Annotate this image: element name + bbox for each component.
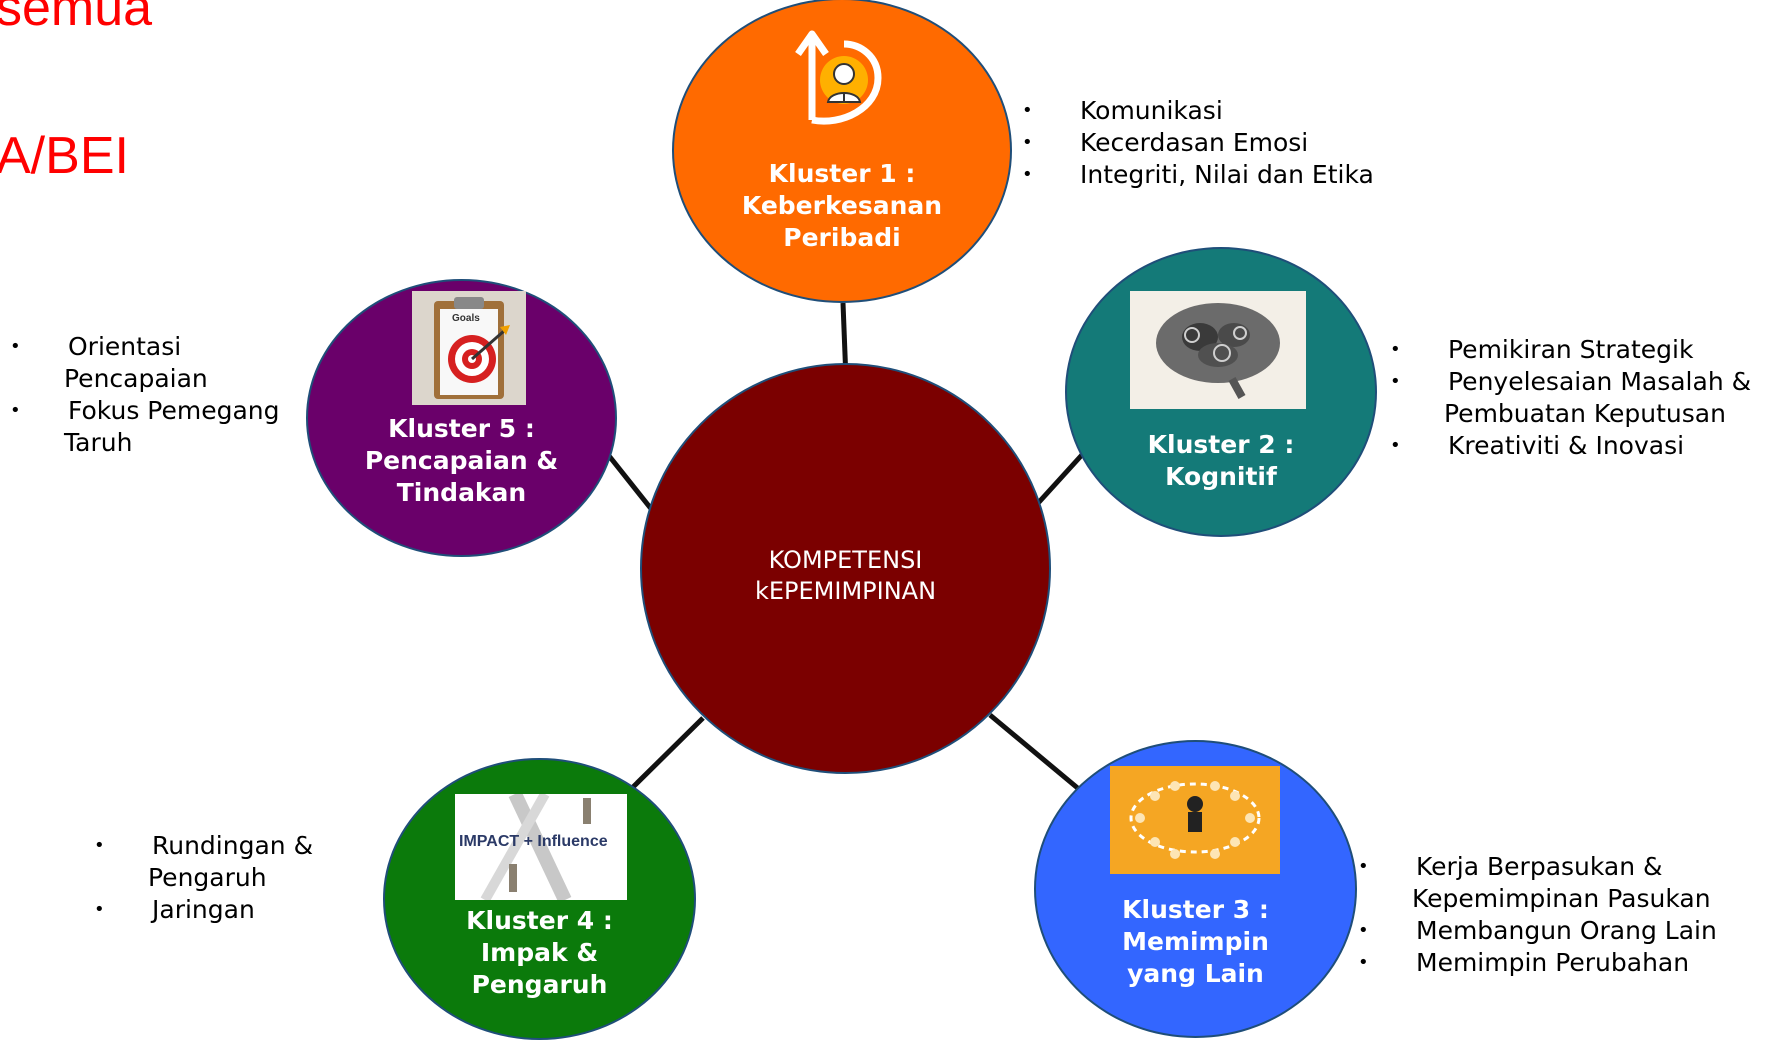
cluster-2-label-line2: Kognitif bbox=[1165, 462, 1277, 491]
bullet-text: Fokus Pemegang bbox=[68, 396, 280, 425]
bullet-item: Integriti, Nilai dan Etika bbox=[1022, 159, 1374, 191]
cluster-2-label: Kluster 2 : Kognitif bbox=[1067, 429, 1375, 493]
impact-influence-text: IMPACT + Influence bbox=[459, 833, 608, 850]
bullet-text-cont: Pembuatan Keputusan bbox=[1444, 399, 1726, 428]
cluster-3-label-line1: Kluster 3 : bbox=[1122, 895, 1269, 924]
impact-influence-icon: IMPACT + Influence bbox=[455, 794, 627, 900]
cluster-1-circle: Kluster 1 : Keberkesanan Peribadi bbox=[672, 0, 1012, 303]
center-label: KOMPETENSI kEPEMIMPINAN bbox=[642, 545, 1049, 607]
bullet-item: Kecerdasan Emosi bbox=[1022, 127, 1374, 159]
cluster-1-label-line2: Keberkesanan bbox=[741, 191, 943, 220]
bullet-text-cont: Taruh bbox=[64, 428, 133, 457]
bullet-text: Penyelesaian Masalah & bbox=[1448, 367, 1752, 396]
bullet-text: Rundingan & bbox=[152, 831, 314, 860]
bullet-item: Kreativiti & Inovasi bbox=[1390, 430, 1751, 462]
header-fragment-top: semua bbox=[0, 0, 153, 37]
bullet-item: Komunikasi bbox=[1022, 95, 1374, 127]
cluster-2-bullets: Pemikiran Strategik Penyelesaian Masalah… bbox=[1390, 334, 1751, 462]
cluster-3-bullets: Kerja Berpasukan & Kepemimpinan Pasukan M… bbox=[1358, 851, 1717, 979]
cluster-4-label-line2: Impak & bbox=[480, 938, 599, 967]
bullet-item: Pemikiran Strategik bbox=[1390, 334, 1751, 366]
cluster-3-label: Kluster 3 : Memimpin yang Lain bbox=[1036, 894, 1355, 990]
cluster-3-circle: Kluster 3 : Memimpin yang Lain bbox=[1034, 740, 1357, 1038]
cluster-5-label: Kluster 5 : Pencapaian & Tindakan bbox=[308, 413, 615, 509]
center-label-line2: kEPEMIMPINAN bbox=[754, 577, 937, 605]
bullet-text: Integriti, Nilai dan Etika bbox=[1080, 160, 1374, 189]
goals-text: Goals bbox=[452, 313, 480, 324]
bullet-text: Kecerdasan Emosi bbox=[1080, 128, 1309, 157]
bullet-text-cont: Pencapaian bbox=[64, 364, 208, 393]
bullet-text-cont: Kepemimpinan Pasukan bbox=[1412, 884, 1711, 913]
bullet-item: Memimpin Perubahan bbox=[1358, 947, 1717, 979]
bullet-text-cont: Pengaruh bbox=[148, 863, 267, 892]
cluster-4-bullets: Rundingan & Pengaruh Jaringan bbox=[94, 830, 313, 926]
leader-crowd-icon bbox=[1110, 766, 1280, 874]
brain-gears-icon bbox=[1130, 291, 1306, 409]
header-fragment-abei: A/BEI bbox=[0, 127, 129, 185]
connector-k2 bbox=[1028, 444, 1092, 514]
cluster-4-label: Kluster 4 : Impak & Pengaruh bbox=[385, 905, 694, 1001]
goals-target-icon: Goals bbox=[412, 291, 526, 405]
bullet-text: Pemikiran Strategik bbox=[1448, 335, 1694, 364]
bullet-item: Jaringan bbox=[94, 894, 313, 926]
bullet-text: Membangun Orang Lain bbox=[1416, 916, 1717, 945]
cluster-3-label-line3: yang Lain bbox=[1127, 959, 1264, 988]
connector-k3 bbox=[988, 713, 1082, 792]
cluster-2-label-line1: Kluster 2 : bbox=[1147, 430, 1295, 459]
person-growth-icon bbox=[795, 30, 882, 125]
bullet-text: Memimpin Perubahan bbox=[1416, 948, 1690, 977]
cluster-1-label: Kluster 1 : Keberkesanan Peribadi bbox=[674, 158, 1010, 254]
cluster-5-label-line3: Tindakan bbox=[396, 478, 527, 507]
bullet-item: Penyelesaian Masalah & Pembuatan Keputusa… bbox=[1390, 366, 1751, 430]
cluster-1-label-line1: Kluster 1 : bbox=[768, 159, 916, 188]
cluster-4-label-line1: Kluster 4 : bbox=[466, 906, 613, 935]
cluster-1-label-line3: Peribadi bbox=[783, 223, 901, 252]
bullet-text: Kerja Berpasukan & bbox=[1416, 852, 1663, 881]
cluster-5-label-line2: Pencapaian & bbox=[364, 446, 559, 475]
cluster-2-circle: Kluster 2 : Kognitif bbox=[1065, 247, 1377, 537]
cluster-5-label-line1: Kluster 5 : bbox=[388, 414, 535, 443]
bullet-text: Komunikasi bbox=[1080, 96, 1223, 125]
bullet-item: Rundingan & Pengaruh bbox=[94, 830, 313, 894]
bullet-text: Orientasi bbox=[68, 332, 182, 361]
bullet-text: Jaringan bbox=[152, 895, 255, 924]
bullet-item: Membangun Orang Lain bbox=[1358, 915, 1717, 947]
cluster-4-circle: IMPACT + Influence Kluster 4 : Impak & P… bbox=[383, 758, 696, 1040]
cluster-5-circle: Goals Kluster 5 : Pencapaian & Tindakan bbox=[306, 279, 617, 557]
bullet-item: Kerja Berpasukan & Kepemimpinan Pasukan bbox=[1358, 851, 1717, 915]
cluster-4-label-line3: Pengaruh bbox=[471, 970, 608, 999]
connector-k4 bbox=[628, 716, 705, 792]
bullet-text: Kreativiti & Inovasi bbox=[1448, 431, 1685, 460]
cluster-1-bullets: Komunikasi Kecerdasan Emosi Integriti, N… bbox=[1022, 95, 1374, 191]
center-circle: KOMPETENSI kEPEMIMPINAN bbox=[640, 363, 1051, 774]
cluster-3-label-line2: Memimpin bbox=[1122, 927, 1269, 956]
center-label-line1: KOMPETENSI bbox=[768, 546, 923, 574]
